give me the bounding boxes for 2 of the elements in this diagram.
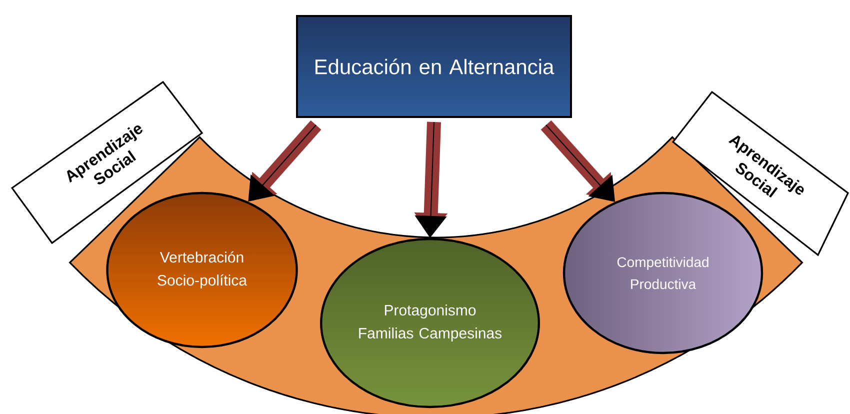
title-box: Educación en Alternancia [296,15,572,118]
block-arrow [540,120,615,202]
